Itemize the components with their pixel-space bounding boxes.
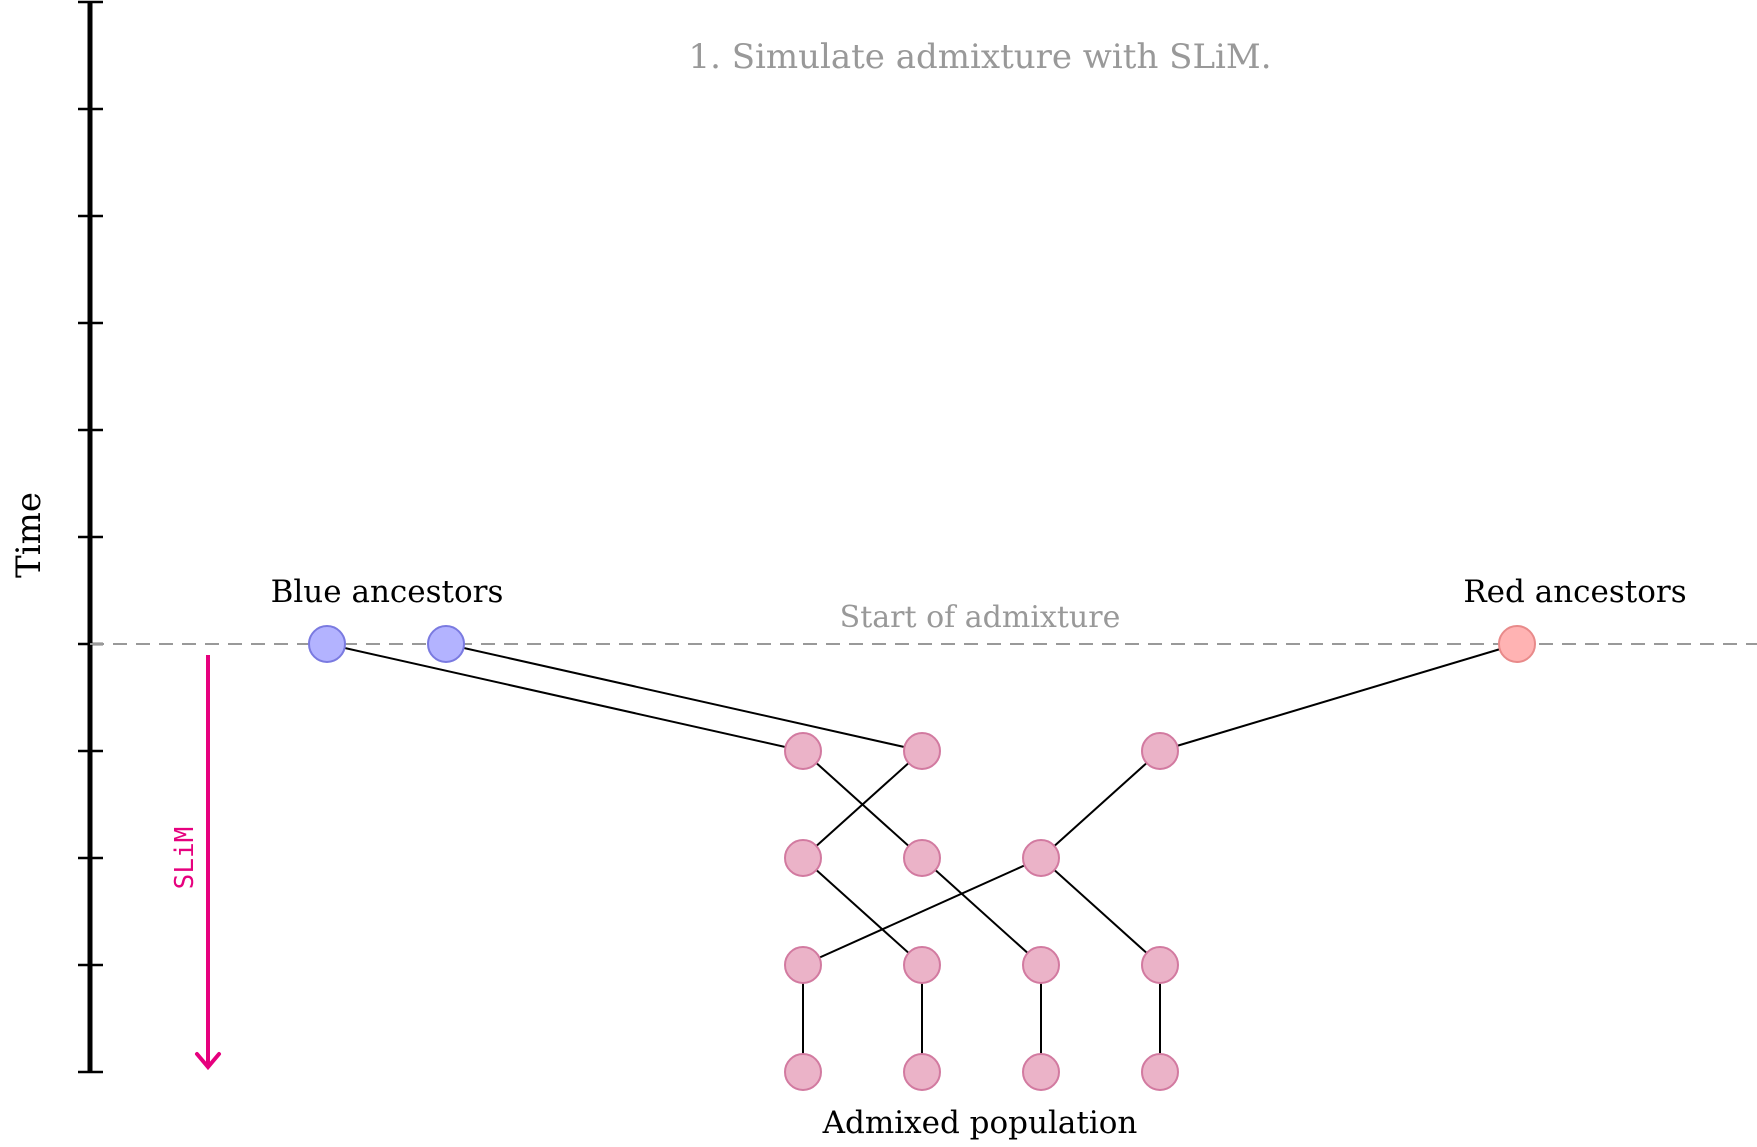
- admixed-node: [903, 1053, 941, 1091]
- slim-arrow: SLiM: [170, 655, 221, 1071]
- admixed-node: [1141, 946, 1179, 984]
- admixed-node: [903, 732, 941, 770]
- admixed-population-label: Admixed population: [822, 1105, 1138, 1141]
- blue-node: [427, 625, 465, 663]
- pedigree-edge: [1159, 643, 1518, 752]
- admixed-node: [1141, 1053, 1179, 1091]
- pedigree-nodes: [308, 625, 1536, 1091]
- admixed-node: [784, 732, 822, 770]
- pedigree-edge: [1040, 857, 1161, 966]
- pedigree-edge: [802, 857, 1042, 966]
- admixed-node: [784, 839, 822, 877]
- admixed-node: [903, 946, 941, 984]
- admixed-node: [1141, 732, 1179, 770]
- pedigree-edge: [802, 857, 923, 966]
- pedigree-edge: [1040, 750, 1161, 859]
- admixed-node: [784, 946, 822, 984]
- pedigree-edge: [445, 643, 923, 752]
- diagram-title: 1. Simulate admixture with SLiM.: [688, 37, 1271, 77]
- pedigree-edge: [802, 750, 923, 859]
- start-of-admixture-label: Start of admixture: [840, 600, 1121, 635]
- admixed-node: [903, 839, 941, 877]
- admixed-node: [1022, 946, 1060, 984]
- red-ancestors-label: Red ancestors: [1463, 574, 1686, 610]
- pedigree-edge: [326, 643, 804, 752]
- slim-label: SLiM: [170, 827, 200, 890]
- admixed-node: [784, 1053, 822, 1091]
- time-axis-label: Time: [9, 492, 49, 578]
- time-axis-ticks: [78, 0, 103, 1074]
- blue-ancestors-label: Blue ancestors: [271, 574, 504, 610]
- pedigree-edge: [921, 857, 1042, 966]
- admixed-node: [1022, 1053, 1060, 1091]
- slim-arrow-head: [195, 1052, 221, 1071]
- time-axis: Time: [9, 0, 103, 1074]
- red-node: [1498, 625, 1536, 663]
- blue-node: [308, 625, 346, 663]
- admixed-node: [1022, 839, 1060, 877]
